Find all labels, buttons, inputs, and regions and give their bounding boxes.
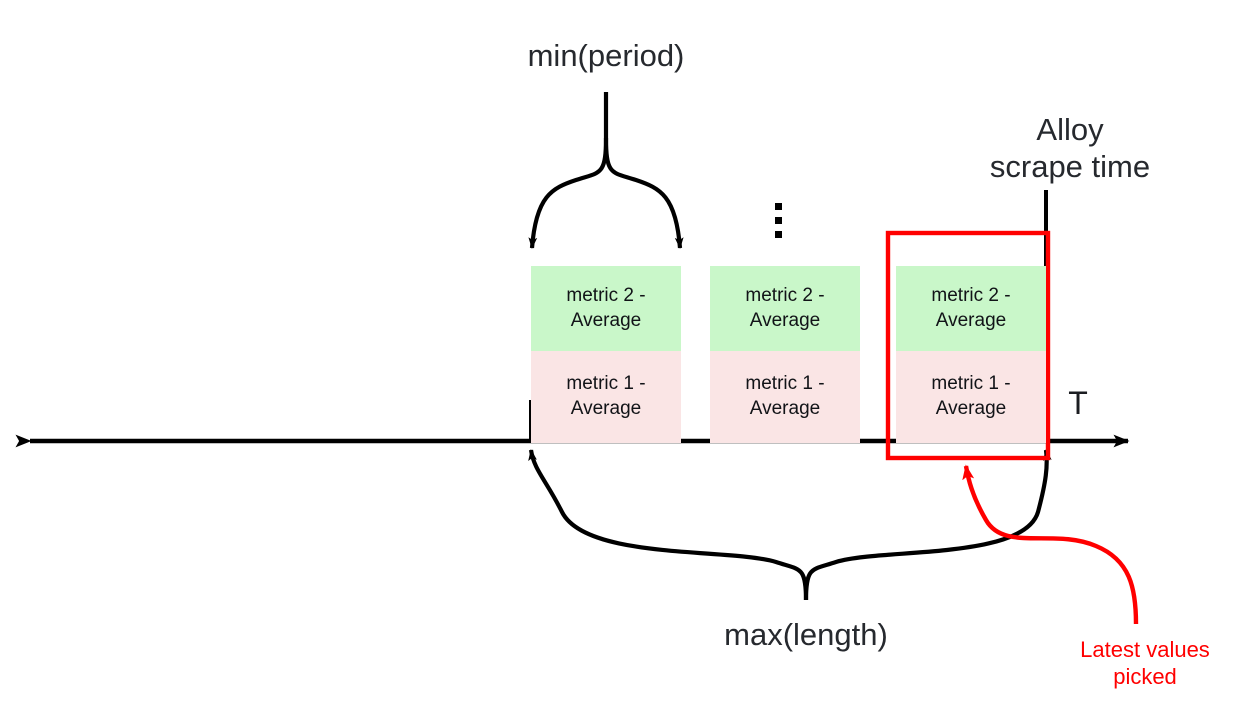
metric-cell-metric2-average: metric 2 - Average	[531, 266, 681, 351]
label-max-length: max(length)	[724, 617, 888, 652]
metric-cell-metric1-average: metric 1 - Average	[896, 351, 1046, 443]
label-min-period: min(period)	[527, 38, 685, 73]
min-period-brace	[528, 92, 684, 249]
metric-cell-metric1-average: metric 1 - Average	[710, 351, 860, 443]
label-latest-values-picked: Latest values picked	[1080, 637, 1210, 689]
vertical-ellipsis-icon	[775, 203, 782, 238]
max-length-brace	[528, 449, 1052, 601]
metric-cell-metric1-average: metric 1 - Average	[531, 351, 681, 443]
metric-cell-metric2-average: metric 2 - Average	[710, 266, 860, 351]
latest-values-arrow	[962, 464, 1139, 625]
label-alloy-scrape-time: Alloy scrape time	[989, 112, 1151, 184]
label-axis-T: T	[1068, 385, 1088, 421]
metric-cell-metric2-average: metric 2 - Average	[896, 266, 1046, 351]
